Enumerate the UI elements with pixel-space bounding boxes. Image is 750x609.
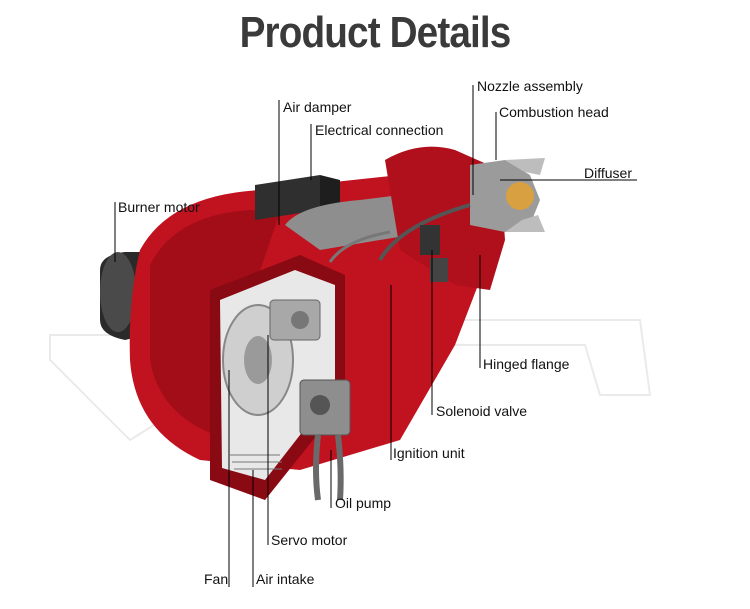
- label-diffuser: Diffuser: [584, 165, 632, 181]
- label-electrical-connection: Electrical connection: [315, 122, 444, 138]
- label-servo-motor: Servo motor: [271, 532, 348, 548]
- label-ignition-unit: Ignition unit: [393, 445, 465, 461]
- label-nozzle-assembly: Nozzle assembly: [477, 78, 583, 94]
- label-combustion-head: Combustion head: [499, 104, 609, 120]
- label-solenoid-valve: Solenoid valve: [436, 403, 528, 419]
- label-burner-motor: Burner motor: [118, 199, 200, 215]
- label-oil-pump: Oil pump: [335, 495, 392, 511]
- leader-lines: [114, 85, 637, 587]
- label-fan: Fan: [204, 571, 229, 587]
- label-hinged-flange: Hinged flange: [483, 356, 570, 372]
- label-air-intake: Air intake: [256, 571, 315, 587]
- label-air-damper: Air damper: [283, 99, 352, 115]
- page-title: Product Details: [239, 8, 512, 57]
- burner-body: [100, 146, 545, 501]
